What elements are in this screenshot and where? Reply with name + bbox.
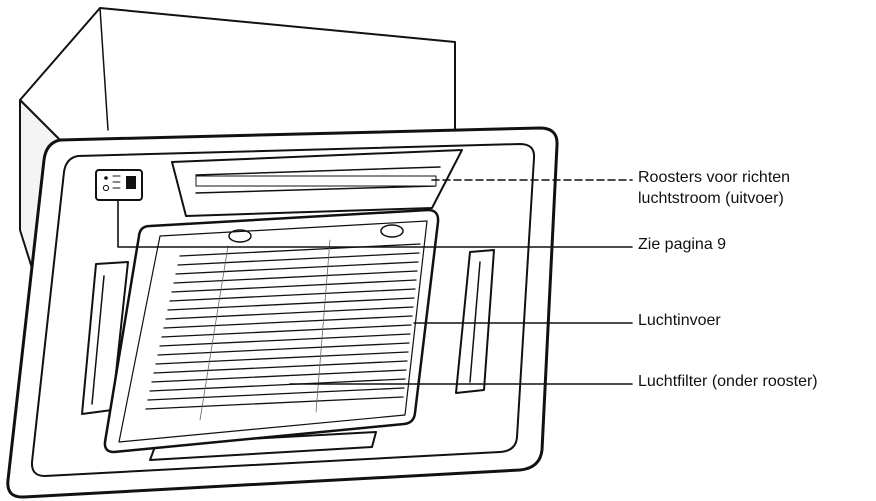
callout-air-inlet: Luchtinvoer (638, 310, 721, 331)
grille-slats (145, 243, 421, 410)
right-louver (455, 249, 495, 394)
panel-inner-frame (30, 143, 536, 477)
callout-louvers: Roosters voor richten luchtstroom (uitvo… (638, 167, 790, 209)
leader-lines (117, 179, 633, 385)
callout-air-inlet-text: Luchtinvoer (638, 312, 721, 329)
callout-air-filter-text: Luchtfilter (onder rooster) (638, 373, 818, 390)
callout-see-page-text: Zie pagina 9 (638, 236, 727, 253)
leader-receiver (117, 199, 633, 248)
inlet-grille-plate (103, 208, 440, 454)
grille-latch-left (228, 229, 252, 243)
callout-louvers-line-2: luchtstroom (uitvoer) (638, 190, 784, 207)
callout-louvers-line-1: Roosters voor richten (638, 169, 791, 186)
housing-top (19, 7, 456, 141)
receiver-block (95, 169, 143, 201)
callout-air-filter: Luchtfilter (onder rooster) (638, 371, 818, 392)
top-louver (171, 149, 463, 217)
callout-see-page: Zie pagina 9 (638, 234, 726, 255)
grille-latch-right (380, 224, 404, 238)
